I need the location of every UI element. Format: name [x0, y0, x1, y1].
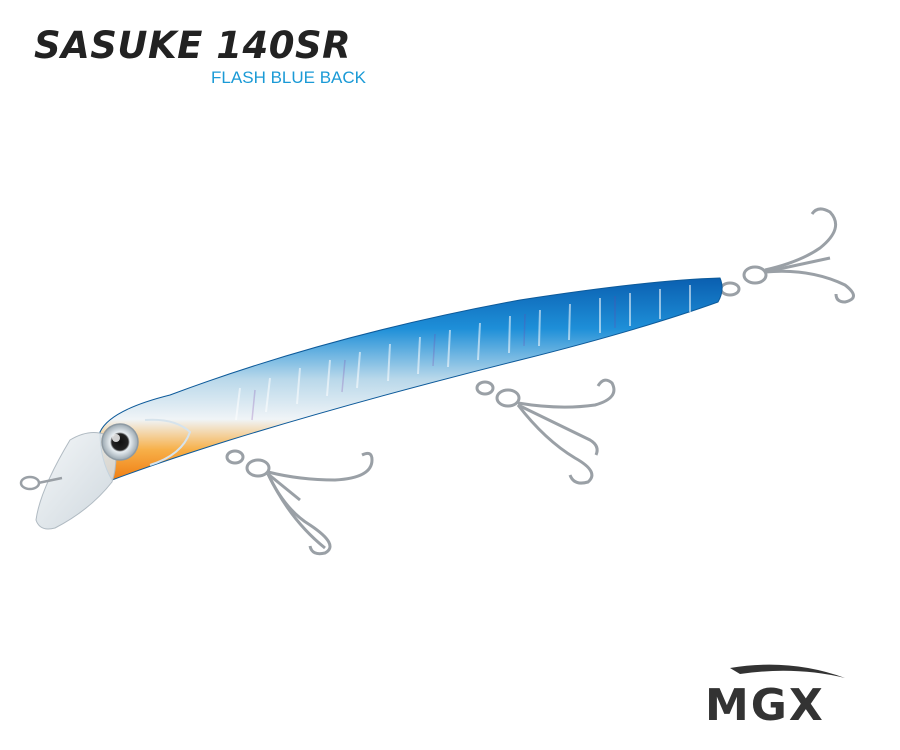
rear-hook	[719, 207, 855, 304]
brand-logo: MGX	[705, 664, 845, 730]
front-belly-hook	[225, 449, 374, 556]
middle-belly-hook	[475, 378, 616, 485]
lure-body	[99, 277, 723, 481]
title-block: SASUKE 140SR FLASH BLUE BACK	[34, 24, 374, 88]
product-color-subtitle: FLASH BLUE BACK	[211, 68, 366, 87]
scale-texture	[235, 285, 691, 421]
lure-eye	[101, 423, 139, 461]
svg-text:MGX: MGX	[705, 680, 825, 730]
product-title: SASUKE 140SR	[34, 24, 352, 67]
line-tie	[19, 475, 63, 491]
